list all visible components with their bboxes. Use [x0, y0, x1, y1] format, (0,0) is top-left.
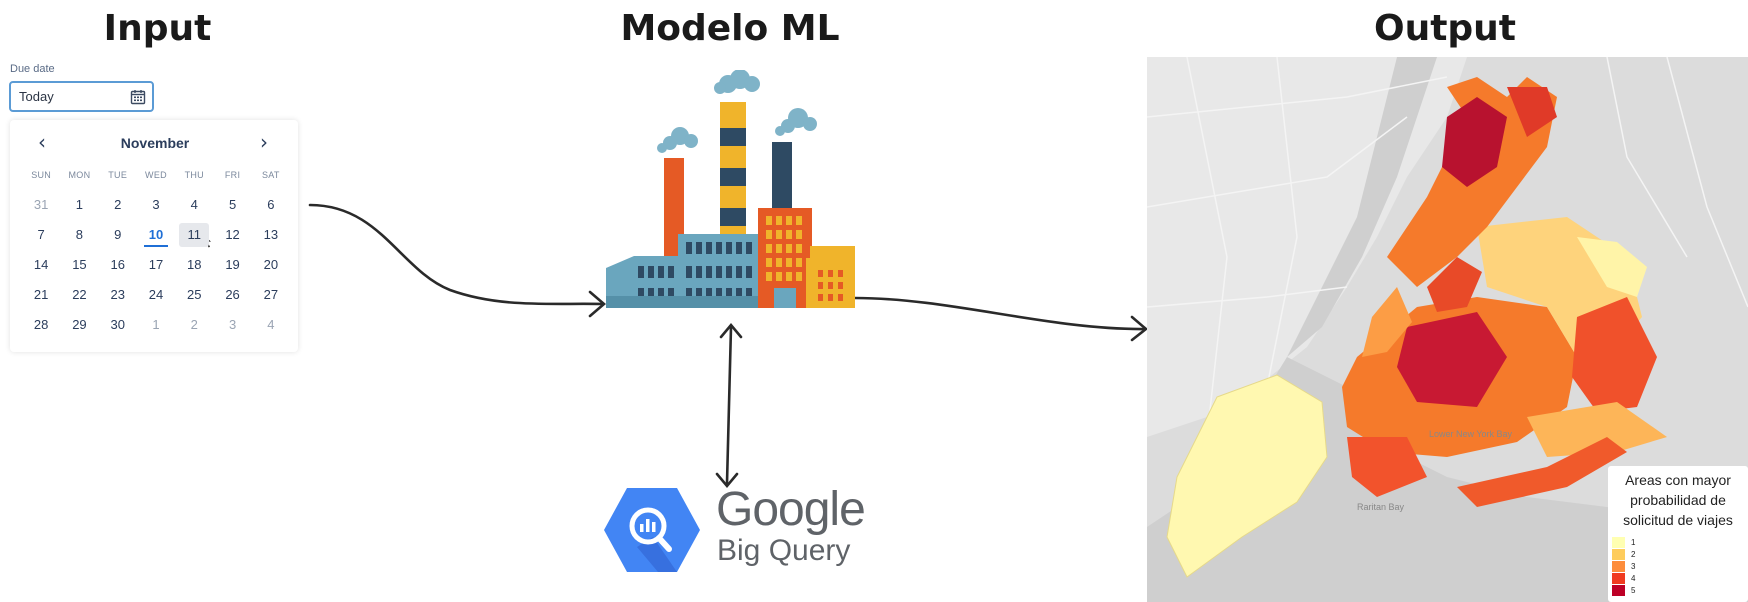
- calendar-day[interactable]: 22: [72, 287, 87, 302]
- legend-items: 1 2 3 4 5: [1612, 536, 1635, 596]
- due-date-input[interactable]: Today: [9, 81, 154, 112]
- legend-item: 3: [1612, 560, 1635, 572]
- arrow-input-to-model: [308, 203, 605, 306]
- legend-item: 2: [1612, 548, 1635, 560]
- factory-illustration: [606, 70, 855, 308]
- calendar-day[interactable]: 11: [175, 220, 213, 250]
- calendar-day[interactable]: 9: [114, 227, 122, 242]
- legend-title-line: Areas con mayor: [1625, 472, 1731, 488]
- calendar-day[interactable]: 14: [33, 257, 49, 272]
- map-place-label: Raritan Bay: [1357, 502, 1405, 512]
- calendar-day[interactable]: 10: [137, 220, 175, 250]
- calendar-day[interactable]: 20: [263, 257, 279, 272]
- weekday-header: MON: [68, 170, 91, 180]
- due-date-label: Due date: [10, 63, 55, 75]
- calendar-day[interactable]: 18: [187, 257, 202, 272]
- calendar-day[interactable]: 4: [267, 317, 275, 332]
- calendar-day[interactable]: 28: [33, 317, 49, 332]
- nyc-probability-map: Lower New York Bay Raritan Bay: [1147, 57, 1748, 602]
- bigquery-brand-text: Google: [716, 483, 866, 536]
- weekday-header: WED: [145, 170, 167, 180]
- calendar-day[interactable]: 24: [148, 287, 164, 302]
- calendar-month: November: [120, 135, 190, 151]
- calendar-day[interactable]: 7: [37, 227, 45, 242]
- calendar-day[interactable]: 27: [263, 287, 279, 302]
- arrow-model-to-output: [853, 296, 1147, 331]
- legend-title: Areas con mayor probabilidad de solicitu…: [1608, 470, 1748, 530]
- calendar-day[interactable]: 30: [110, 317, 125, 332]
- due-date-value: Today: [19, 89, 54, 104]
- legend-swatch: [1612, 560, 1625, 572]
- calendar-day[interactable]: 13: [263, 227, 279, 242]
- map-drawing: [1147, 57, 1748, 602]
- next-month-button[interactable]: ›: [260, 130, 268, 154]
- weekday-header: TUE: [108, 170, 128, 180]
- legend-swatch: [1612, 584, 1625, 596]
- legend-label: 3: [1631, 561, 1636, 571]
- legend-item: 1: [1612, 536, 1635, 548]
- weekday-header: SUN: [31, 170, 52, 180]
- bigquery-icon: [604, 488, 700, 572]
- calendar-day[interactable]: 1: [152, 317, 160, 332]
- weekday-header: FRI: [224, 170, 241, 180]
- calendar-day[interactable]: 1: [75, 197, 84, 212]
- legend-label: 1: [1631, 537, 1636, 547]
- calendar-day[interactable]: 25: [187, 287, 202, 302]
- calendar-day[interactable]: 3: [228, 317, 237, 332]
- calendar-day[interactable]: 19: [225, 257, 240, 272]
- calendar-day[interactable]: 16: [110, 257, 125, 272]
- calendar-day[interactable]: 23: [110, 287, 125, 302]
- calendar-day[interactable]: 2: [190, 317, 198, 332]
- legend-label: 4: [1631, 573, 1636, 583]
- calendar-day[interactable]: 5: [228, 197, 237, 212]
- weekday-header: SAT: [261, 170, 280, 180]
- output-heading: Output: [1373, 8, 1517, 49]
- prev-month-button[interactable]: ‹: [38, 130, 46, 154]
- legend-title-line: probabilidad de: [1630, 492, 1726, 508]
- calendar-day[interactable]: 2: [114, 197, 122, 212]
- bigquery-product-text: Big Query: [717, 534, 851, 567]
- map-legend: Areas con mayor probabilidad de solicitu…: [1608, 466, 1748, 602]
- calendar-icon[interactable]: [130, 89, 146, 105]
- legend-swatch: [1612, 536, 1625, 548]
- calendar-day[interactable]: 3: [152, 197, 160, 212]
- calendar-day[interactable]: 17: [148, 257, 164, 272]
- legend-item: 4: [1612, 572, 1635, 584]
- legend-label: 5: [1631, 585, 1636, 595]
- legend-item: 5: [1612, 584, 1635, 596]
- calendar-day[interactable]: 12: [225, 227, 240, 242]
- calendar-day[interactable]: 21: [33, 287, 49, 302]
- arrow-model-bigquery: [725, 325, 733, 485]
- calendar-day[interactable]: 15: [72, 257, 87, 272]
- legend-swatch: [1612, 548, 1625, 560]
- calendar-day[interactable]: 29: [72, 317, 87, 332]
- legend-swatch: [1612, 572, 1625, 584]
- legend-label: 2: [1631, 549, 1636, 559]
- calendar-day[interactable]: 8: [75, 227, 84, 242]
- weekday-header: THU: [184, 170, 204, 180]
- calendar-day[interactable]: 4: [190, 197, 198, 212]
- calendar-day[interactable]: 26: [225, 287, 240, 302]
- map-place-label: Lower New York Bay: [1429, 429, 1513, 439]
- model-heading: Modelo ML: [620, 8, 840, 49]
- legend-title-line: solicitud de viajes: [1623, 512, 1733, 528]
- input-heading: Input: [103, 8, 212, 49]
- calendar-day[interactable]: 31: [33, 197, 49, 212]
- calendar-day[interactable]: 6: [267, 197, 275, 212]
